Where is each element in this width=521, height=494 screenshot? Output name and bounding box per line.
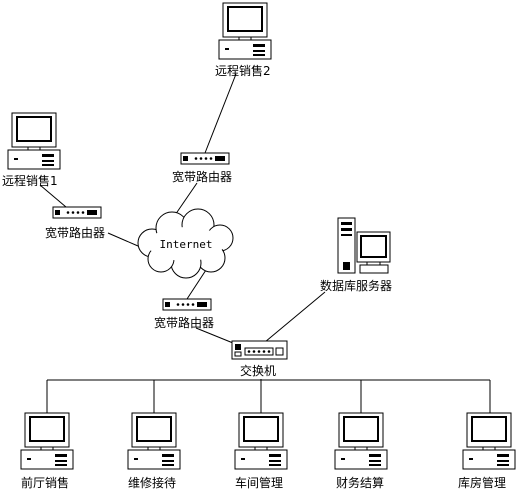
router-icon — [180, 152, 230, 165]
desktop-computer-icon — [7, 112, 61, 170]
router-top-label: 宽带路由器 — [172, 169, 232, 184]
finance-settlement-label: 财务结算 — [336, 475, 384, 490]
router-left-label: 宽带路由器 — [45, 225, 105, 240]
router-top-node: 宽带路由器 — [172, 152, 232, 184]
front-sales-node: 前厅销售 — [20, 412, 74, 490]
router-bottom-label: 宽带路由器 — [154, 315, 214, 330]
warehouse-mgmt-node: 库房管理 — [458, 412, 516, 490]
network-switch-icon — [231, 340, 288, 360]
link-remote2-router — [204, 73, 237, 154]
remote-sales-1-label: 远程销售1 — [2, 173, 58, 188]
finance-settlement-node: 财务结算 — [334, 412, 388, 490]
db-server-node: 数据库服务器 — [320, 217, 392, 293]
router-icon — [52, 206, 102, 219]
warehouse-mgmt-label: 库房管理 — [458, 475, 506, 490]
internet-cloud-node: Internet — [137, 208, 234, 279]
db-server-label: 数据库服务器 — [320, 278, 392, 293]
router-bottom-node: 宽带路由器 — [154, 298, 214, 330]
remote-sales-2-label: 远程销售2 — [215, 63, 271, 78]
repair-reception-label: 维修接待 — [128, 475, 176, 490]
front-sales-label: 前厅销售 — [21, 475, 69, 490]
router-left-node: 宽带路由器 — [45, 206, 105, 240]
internet-label: Internet — [160, 238, 213, 251]
link-router-top-cloud — [172, 182, 198, 219]
tower-server-icon — [337, 217, 391, 274]
desktop-computer-icon — [127, 412, 181, 470]
desktop-computer-icon — [334, 412, 388, 470]
desktop-computer-icon — [218, 2, 272, 60]
remote-sales-2-node: 远程销售2 — [215, 2, 272, 78]
link-router-bottom-switch — [195, 327, 234, 344]
repair-reception-node: 维修接待 — [127, 412, 181, 490]
workshop-mgmt-node: 车间管理 — [234, 412, 288, 490]
desktop-computer-icon — [234, 412, 288, 470]
desktop-computer-icon — [462, 412, 516, 470]
router-icon — [162, 298, 212, 311]
link-remote1-router — [39, 184, 67, 208]
link-router-left-cloud — [107, 232, 139, 247]
link-server-switch — [264, 291, 326, 343]
remote-sales-1-node: 远程销售1 — [2, 112, 61, 188]
desktop-computer-icon — [20, 412, 74, 470]
switch-node: 交换机 — [231, 340, 288, 378]
workshop-mgmt-label: 车间管理 — [235, 475, 283, 490]
connection-lines — [39, 73, 491, 413]
switch-label: 交换机 — [240, 363, 276, 378]
link-cloud-router-bottom — [186, 269, 207, 300]
